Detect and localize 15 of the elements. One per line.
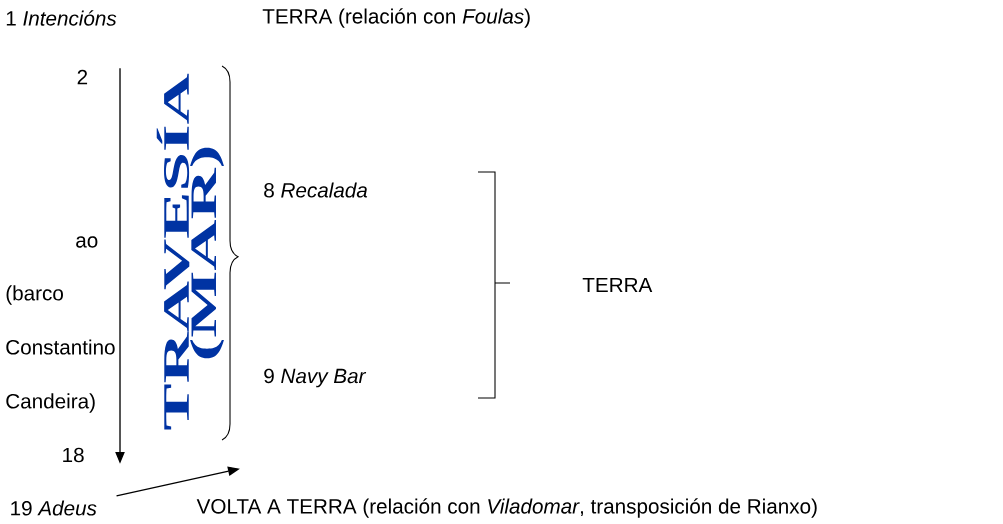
text-label: Constantino bbox=[6, 339, 115, 355]
text-label: 1 Intencións bbox=[6, 10, 117, 26]
text-label: VOLTA A TERRA (relación con Viladomar, transposición de Rianxo) bbox=[196, 498, 817, 518]
text-label: 19 Adeus bbox=[11, 500, 97, 516]
text-label: 8 Recalada bbox=[264, 182, 368, 198]
text-label: (barco bbox=[6, 285, 63, 305]
vertical-title: (MAR) bbox=[190, 147, 224, 359]
text-label: 18 bbox=[63, 447, 84, 463]
text-label: ao bbox=[76, 236, 98, 248]
text-label: 9 Navy Bar bbox=[264, 368, 367, 388]
vertical-title: TRAVESÍA bbox=[156, 73, 190, 430]
text-label: TERRA bbox=[582, 277, 653, 293]
text-label: TERRA (relación con Foulas) bbox=[262, 8, 530, 28]
text-label: Candeira) bbox=[6, 393, 95, 413]
text-label: 2 bbox=[77, 69, 88, 85]
